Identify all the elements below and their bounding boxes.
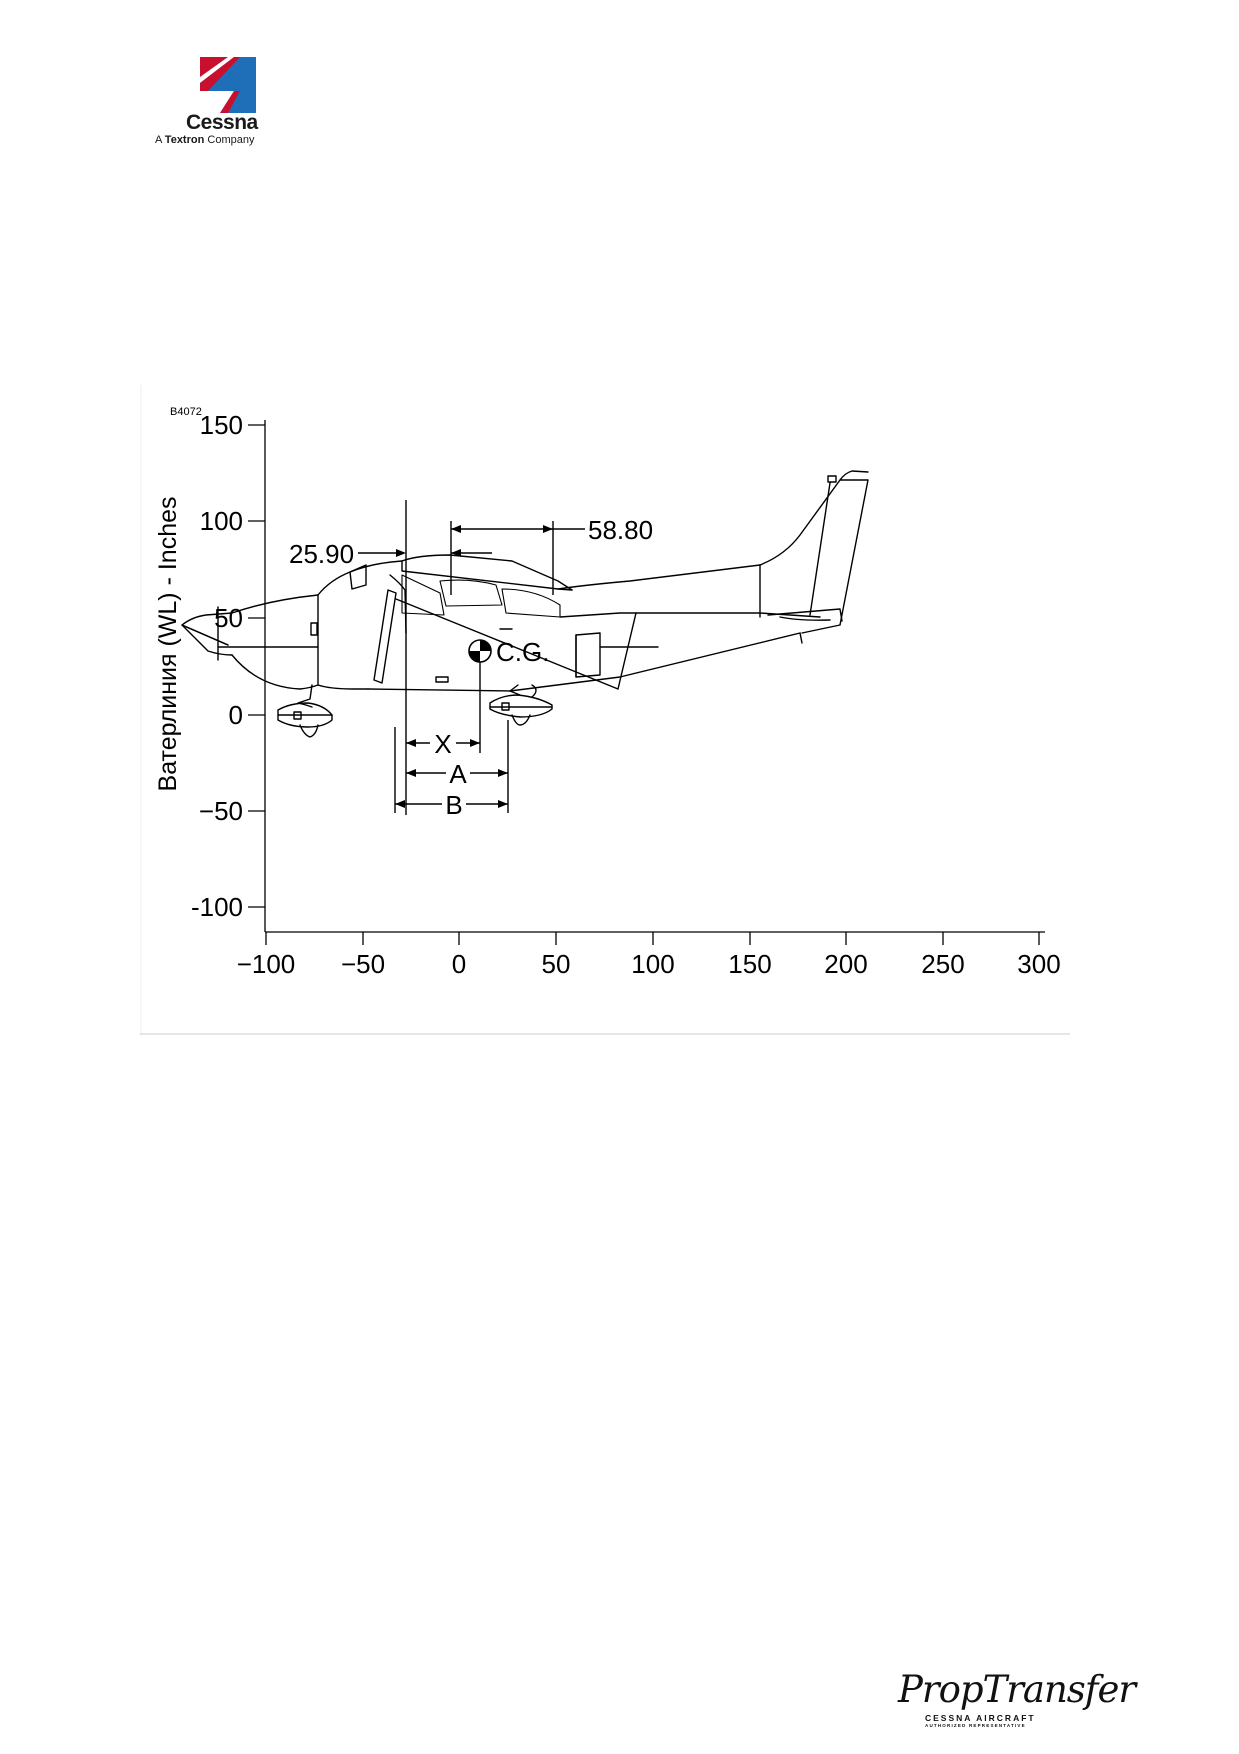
cg-diagram: B4072 150 100 50 0 −50 -100 <box>140 385 1070 1035</box>
y-tick-label: −50 <box>199 796 243 826</box>
y-axis-label: Ватерлиния (WL) - Inches <box>154 497 182 792</box>
y-tick-label: 0 <box>229 700 243 730</box>
dimension-wl-label: 25.90 <box>289 539 354 569</box>
x-tick-label: 150 <box>728 949 771 979</box>
x-tick-label: 0 <box>452 949 466 979</box>
y-tick-label: 150 <box>200 410 243 440</box>
cg-label: C.G. <box>496 637 549 667</box>
x-tick-label: 200 <box>824 949 867 979</box>
x-tick-label: 250 <box>921 949 964 979</box>
dimension-58-80-label: 58.80 <box>588 515 653 545</box>
proptransfer-line1: CESSNA AIRCRAFT <box>925 1713 1036 1723</box>
brand-name: Cessna <box>186 111 258 134</box>
y-tick-label: 50 <box>214 603 243 633</box>
proptransfer-brand: PropTransfer <box>898 1668 1136 1711</box>
figure-code: B4072 <box>170 406 202 418</box>
x-tick-label: 50 <box>542 949 571 979</box>
proptransfer-logo: PropTransfer CESSNA AIRCRAFT AUTHORIZED … <box>898 1668 1136 1728</box>
dimension-lines <box>358 500 585 815</box>
cessna-logo: Cessna A Textron Company <box>150 55 270 155</box>
dimension-x-label: X <box>434 729 451 759</box>
y-tick-label: 100 <box>200 506 243 536</box>
x-tick-label: 100 <box>631 949 674 979</box>
x-tick-label: −100 <box>237 949 296 979</box>
cessna-emblem-icon <box>200 57 256 113</box>
proptransfer-line2: AUTHORIZED REPRESENTATIVE <box>925 1723 1026 1728</box>
brand-tagline: A Textron Company <box>155 134 255 146</box>
aircraft-drawing <box>181 470 869 738</box>
cg-symbol-icon <box>468 639 492 663</box>
x-tick-label: −50 <box>341 949 385 979</box>
dimension-b-label: B <box>445 790 462 820</box>
y-tick-label: -100 <box>191 892 243 922</box>
x-tick-label: 300 <box>1017 949 1060 979</box>
dimension-a-label: A <box>449 759 467 789</box>
